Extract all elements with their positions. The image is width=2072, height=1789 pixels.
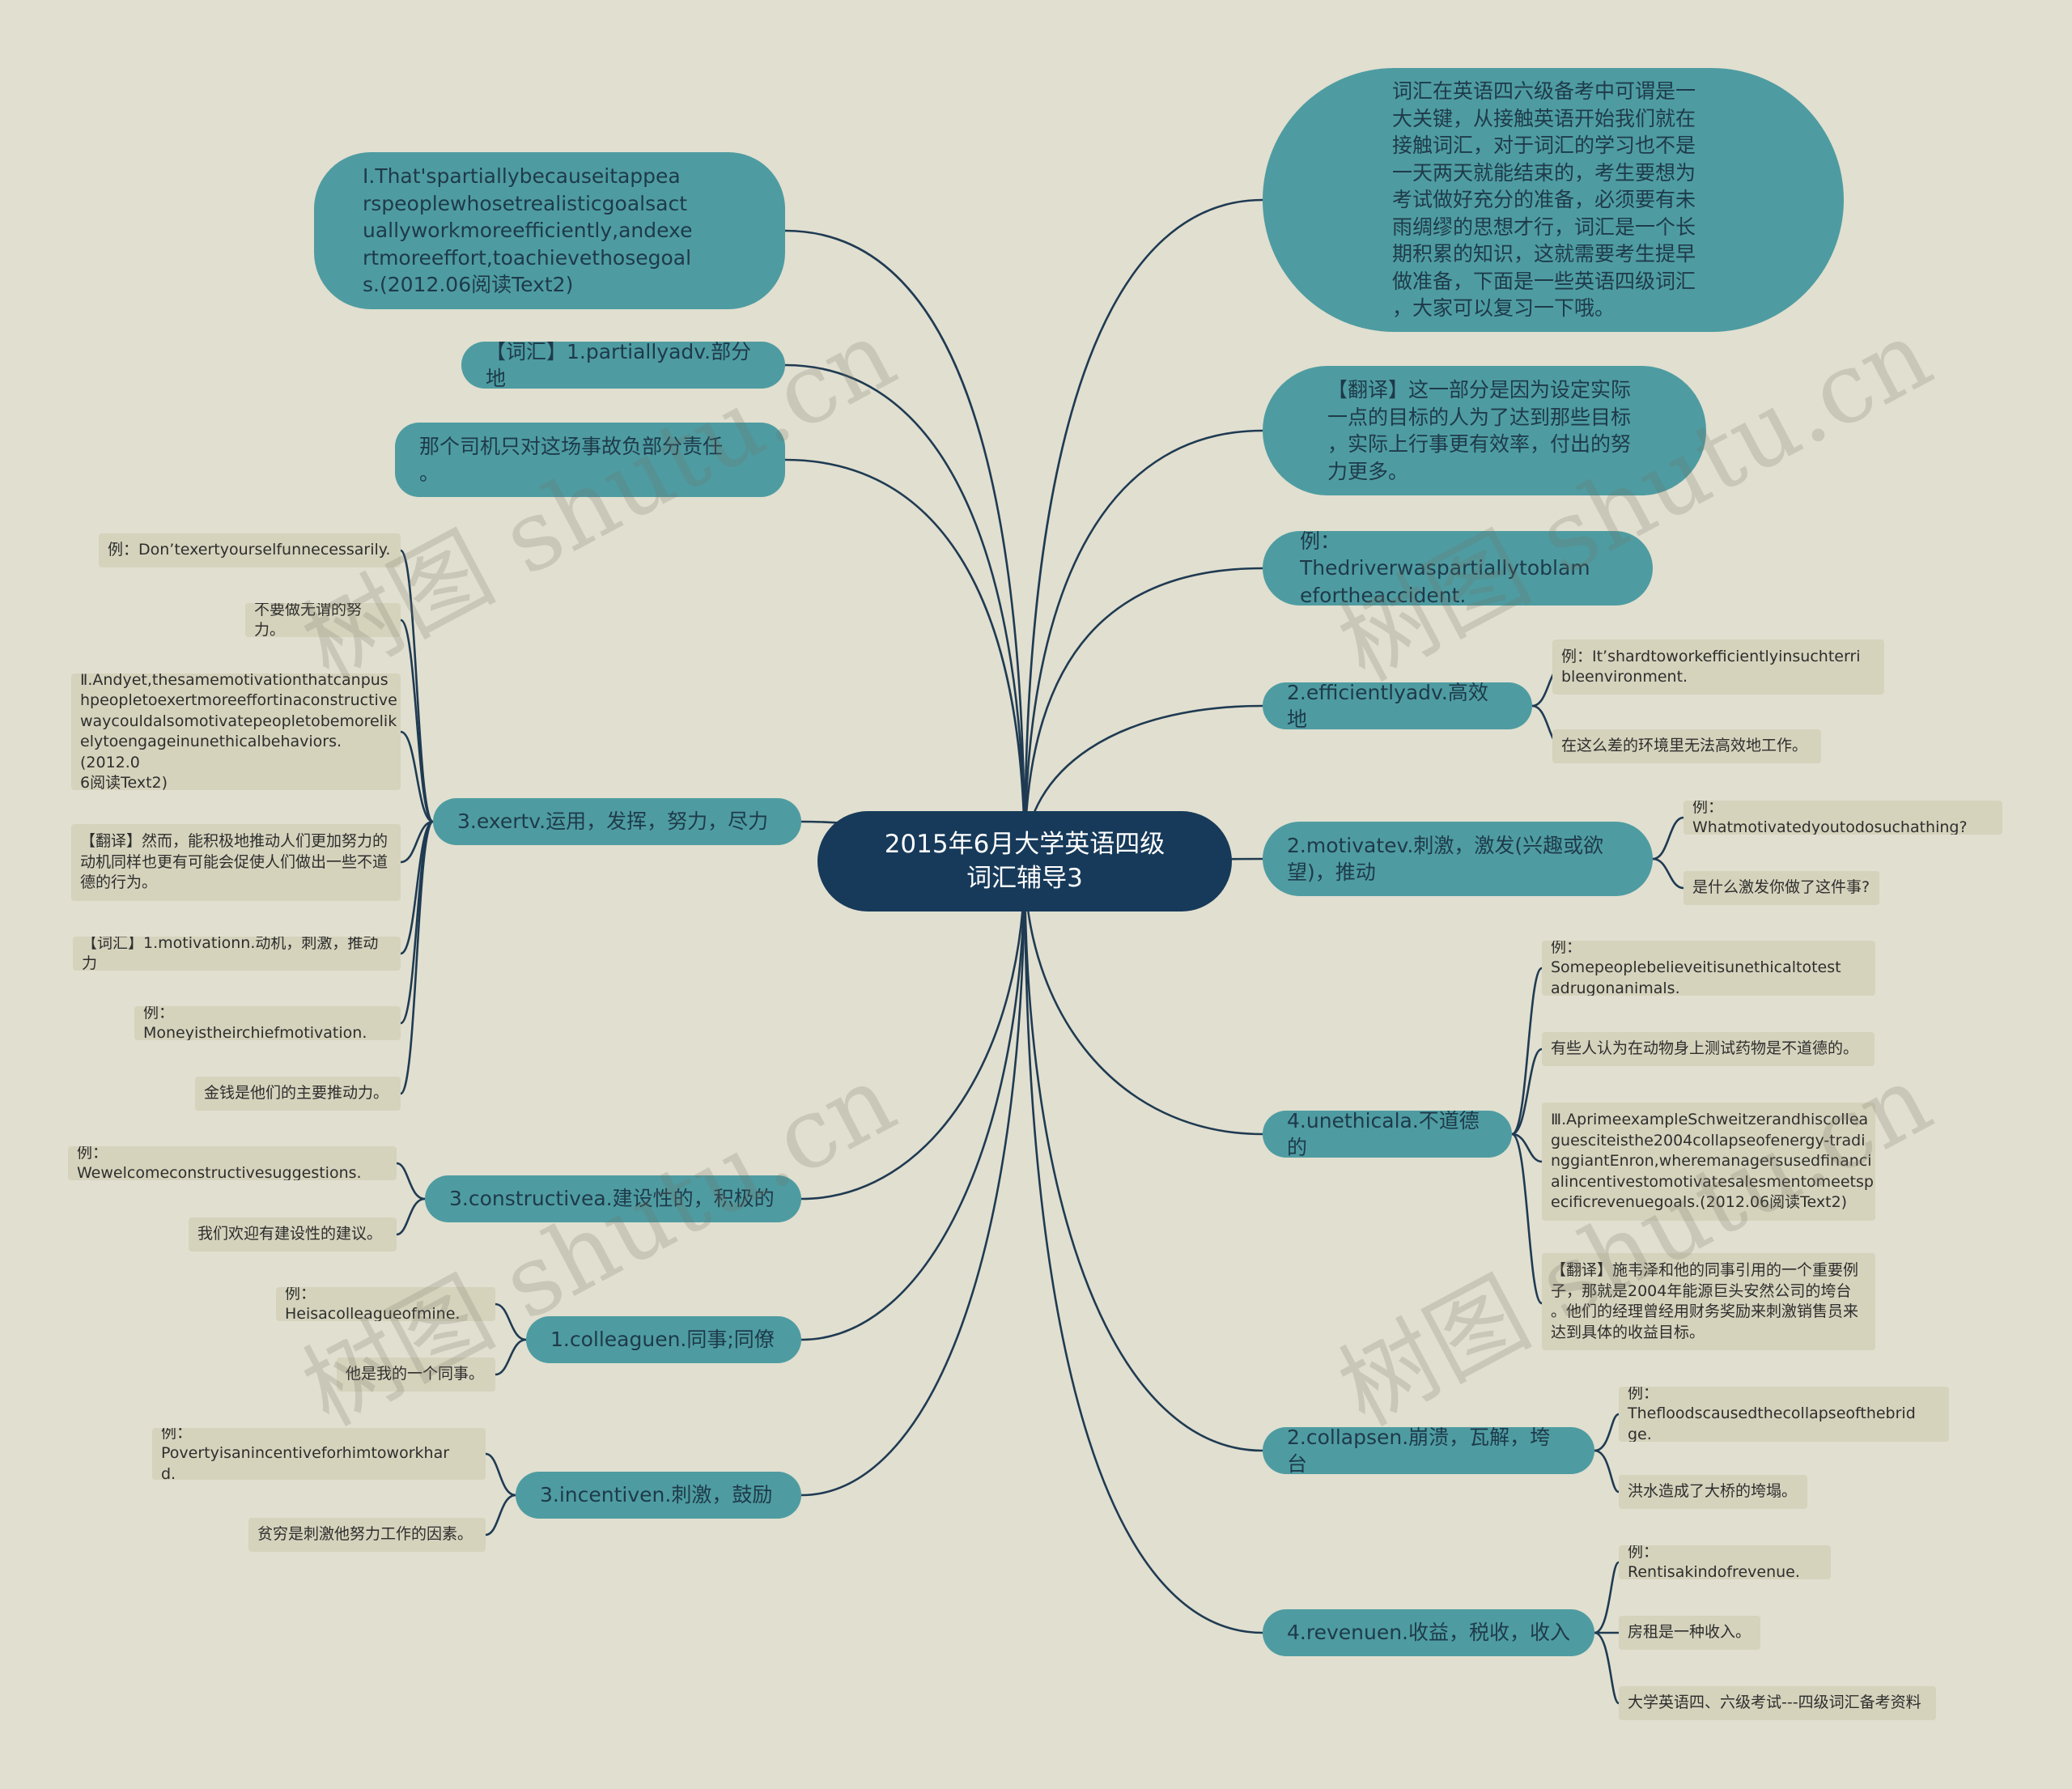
incentive-leaf[interactable]: 例：Povertyisanincentiveforhimtoworkhar d.: [152, 1428, 486, 1480]
link-colleague-leaf: [495, 1338, 527, 1376]
link-root-constructive: [800, 861, 1026, 1200]
exert-leaf[interactable]: 例：Moneyistheirchiefmotivation.: [134, 1006, 401, 1040]
constructive-leaf[interactable]: 我们欢迎有建设性的建议。: [189, 1217, 397, 1251]
sentence1-node[interactable]: Ⅰ.That'spartiallybecauseitappea rspeople…: [314, 152, 785, 309]
incentive-leaf[interactable]: 贫穷是刺激他努力工作的因素。: [248, 1518, 486, 1552]
incentive-node[interactable]: 3.incentiven.刺激，鼓励: [516, 1472, 801, 1519]
link-exert-leaf: [400, 820, 434, 1025]
link-unethical-leaf: [1511, 967, 1543, 1136]
link-root-translation1: [1023, 429, 1263, 862]
intro-node[interactable]: 词汇在英语四六级备考中可谓是一 大关键，从接触英语开始我们就在 接触词汇，对于词…: [1263, 68, 1844, 332]
link-exert-leaf: [400, 730, 434, 823]
link-root-intro: [1023, 198, 1263, 862]
link-revenue-leaf: [1594, 1561, 1620, 1634]
revenue-leaf[interactable]: 房租是一种收入。: [1619, 1616, 1760, 1650]
colleague-leaf[interactable]: 例：Heisacolleagueofmine.: [276, 1287, 495, 1321]
link-root-revenue: [1023, 861, 1263, 1634]
collapse-node[interactable]: 2.collapsen.崩溃，瓦解，垮台: [1263, 1427, 1594, 1474]
link-exert-leaf: [400, 820, 434, 864]
link-motivate-leaf: [1652, 857, 1684, 890]
link-exert-leaf: [399, 820, 435, 1095]
link-unethical-leaf: [1511, 1132, 1543, 1163]
link-root-example-driver: [1023, 567, 1263, 862]
revenue-node[interactable]: 4.revenuen.收益，税收，收入: [1263, 1609, 1594, 1656]
link-collapse-leaf: [1594, 1449, 1620, 1494]
unethical-leaf[interactable]: 有些人认为在动物身上测试药物是不道德的。: [1542, 1032, 1875, 1066]
exert-leaf[interactable]: 金钱是他们的主要推动力。: [195, 1077, 401, 1111]
exert-leaf[interactable]: 【翻译】然而，能积极地推动人们更加努力的 动机同样也更有可能会促使人们做出一些不…: [71, 824, 401, 901]
exert-node[interactable]: 3.exertv.运用，发挥，努力，尽力: [433, 798, 801, 845]
link-unethical-leaf: [1511, 1132, 1543, 1305]
exert-leaf[interactable]: 不要做无谓的努力。: [245, 603, 401, 637]
link-motivate-leaf: [1652, 816, 1684, 861]
unethical-leaf[interactable]: 例：Somepeoplebelieveitisunethicaltotest a…: [1542, 941, 1875, 996]
driver-node[interactable]: 那个司机只对这场事故负部分责任 。: [395, 423, 785, 497]
translation1-node[interactable]: 【翻译】这一部分是因为设定实际 一点的目标的人为了达到那些目标 ，实际上行事更有…: [1263, 366, 1706, 495]
revenue-leaf[interactable]: 大学英语四、六级考试---四级词汇备考资料: [1619, 1686, 1936, 1720]
unethical-leaf[interactable]: 【翻译】施韦泽和他的同事引用的一个重要例 子，那就是2004年能源巨头安然公司的…: [1542, 1253, 1875, 1350]
link-root-partially: [784, 363, 1026, 862]
link-root-collapse: [1023, 861, 1263, 1452]
link-root-sentence1: [784, 229, 1026, 862]
collapse-leaf[interactable]: 洪水造成了大桥的垮塌。: [1619, 1475, 1807, 1509]
example-driver-node[interactable]: 例：Thedriverwaspartiallytoblam efortheacc…: [1263, 531, 1653, 606]
link-colleague-leaf: [495, 1302, 527, 1341]
link-exert-leaf: [400, 618, 434, 823]
root-node[interactable]: 2015年6月大学英语四级 词汇辅导3: [817, 811, 1232, 911]
efficiently-node[interactable]: 2.efficientlyadv.高效地: [1263, 682, 1532, 729]
link-root-driver: [784, 458, 1026, 862]
efficiently-leaf[interactable]: 在这么差的环境里无法高效地工作。: [1552, 729, 1821, 763]
constructive-node[interactable]: 3.constructivea.建设性的，积极的: [425, 1175, 801, 1222]
link-root-colleague: [800, 861, 1026, 1341]
link-incentive-leaf: [485, 1494, 516, 1536]
partially-node[interactable]: 【词汇】1.partiallyadv.部分地: [461, 342, 785, 389]
link-incentive-leaf: [485, 1452, 516, 1497]
revenue-leaf[interactable]: 例：Rentisakindofrevenue.: [1619, 1545, 1831, 1579]
link-constructive-leaf: [396, 1197, 426, 1236]
motivate-node[interactable]: 2.motivatev.刺激，激发(兴趣或欲 望)，推动: [1263, 822, 1653, 896]
collapse-leaf[interactable]: 例：Thefloodscausedthecollapseofthebrid ge…: [1619, 1387, 1949, 1442]
colleague-node[interactable]: 1.colleaguen.同事;同僚: [526, 1316, 801, 1363]
link-root-unethical: [1023, 861, 1263, 1136]
constructive-leaf[interactable]: 例：Wewelcomeconstructivesuggestions.: [68, 1146, 397, 1180]
link-root-incentive: [800, 861, 1026, 1497]
exert-leaf[interactable]: Ⅱ.Andyet,thesamemotivationthatcanpus hpe…: [71, 674, 401, 790]
colleague-leaf[interactable]: 他是我的一个同事。: [337, 1358, 495, 1392]
efficiently-leaf[interactable]: 例：It’shardtoworkefficientlyinsuchterri b…: [1552, 640, 1884, 695]
motivate-leaf[interactable]: 是什么激发你做了这件事?: [1684, 871, 1879, 905]
unethical-leaf[interactable]: Ⅲ.AprimeexampleSchweitzerandhiscollea gu…: [1542, 1103, 1875, 1221]
unethical-node[interactable]: 4.unethicala.不道德的: [1263, 1111, 1512, 1158]
link-revenue-leaf: [1594, 1631, 1620, 1705]
exert-leaf[interactable]: 【词汇】1.motivationn.动机，刺激，推动力: [73, 937, 401, 971]
motivate-leaf[interactable]: 例：Whatmotivatedyoutodosuchathing?: [1684, 801, 2002, 835]
link-collapse-leaf: [1594, 1413, 1620, 1452]
exert-leaf[interactable]: 例：Don’texertyourselfunnecessarily.: [99, 533, 401, 567]
link-unethical-leaf: [1511, 1047, 1543, 1136]
link-constructive-leaf: [396, 1162, 426, 1200]
